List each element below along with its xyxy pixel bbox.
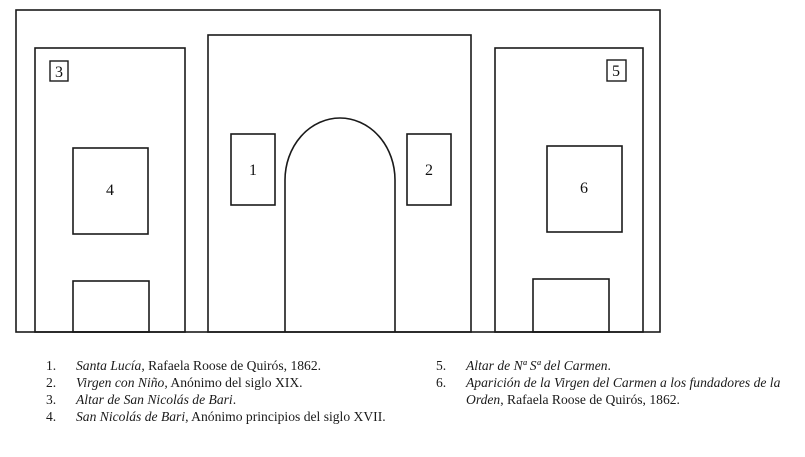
right-altar-outline <box>494 47 644 333</box>
legend-item-6: 6. Aparición de la Virgen del Carmen a lo… <box>432 374 797 408</box>
artwork-title: Altar de San Nicolás de Bari <box>76 392 233 407</box>
artwork-detail: . <box>232 392 237 407</box>
artwork-detail: , Anónimo del siglo XIX. <box>164 375 303 390</box>
artwork-detail: . <box>607 358 611 373</box>
artwork-detail: , Rafaela Roose de Quirós, 1862. <box>141 358 322 373</box>
painting-frame-6 <box>546 145 623 233</box>
artwork-detail: , Rafaela Roose de Quirós, 1862. <box>500 392 680 407</box>
painting-frame-1 <box>230 133 276 206</box>
panel-label-3: 3 <box>55 64 63 81</box>
legend-right-column: 5. Altar de Nª Sª del Carmen. 6. Aparición… <box>432 357 797 408</box>
legend-number: 1. <box>46 358 57 373</box>
panel-label-4: 4 <box>106 182 114 199</box>
left-altar-base <box>72 280 150 333</box>
painting-frame-4 <box>72 147 149 235</box>
artwork-title: Altar de Nª Sª del Carmen <box>466 358 608 373</box>
legend-number: 5. <box>436 358 447 373</box>
label-box-3 <box>49 60 69 82</box>
legend-number: 6. <box>436 375 447 390</box>
painting-frame-2 <box>406 133 452 206</box>
central-wall-outline <box>207 34 472 333</box>
artwork-title: Virgen con Niño <box>76 375 165 390</box>
label-box-5 <box>606 59 627 82</box>
legend-item-5: 5. Altar de Nª Sª del Carmen. <box>432 357 797 374</box>
artwork-title: Aparición de la Virgen del Carmen a los … <box>466 375 781 407</box>
wall-outline <box>15 9 661 333</box>
central-arch <box>284 117 396 332</box>
legend-item-4: 4. San Nicolás de Bari, Anónimo principio… <box>42 408 414 425</box>
legend-left-column: 1. Santa Lucía, Rafaela Roose de Quirós, … <box>42 357 414 425</box>
artwork-detail: , Anónimo principios del siglo XVII. <box>185 409 386 424</box>
panel-label-5: 5 <box>612 63 620 80</box>
panel-label-6: 6 <box>580 180 588 197</box>
chapel-wall-diagram: 1 2 3 4 5 6 <box>15 9 661 333</box>
artwork-title: Santa Lucía <box>76 358 142 373</box>
legend-number: 3. <box>46 392 57 407</box>
legend-number: 4. <box>46 409 57 424</box>
panel-label-2: 2 <box>425 162 433 179</box>
legend-item-1: 1. Santa Lucía, Rafaela Roose de Quirós, … <box>42 357 414 374</box>
legend-item-3: 3. Altar de San Nicolás de Bari. <box>42 391 414 408</box>
legend-item-2: 2. Virgen con Niño, Anónimo del siglo XIX… <box>42 374 414 391</box>
artwork-title: San Nicolás de Bari <box>76 409 186 424</box>
legend-number: 2. <box>46 375 57 390</box>
right-altar-base <box>532 278 610 333</box>
panel-label-1: 1 <box>249 162 257 179</box>
